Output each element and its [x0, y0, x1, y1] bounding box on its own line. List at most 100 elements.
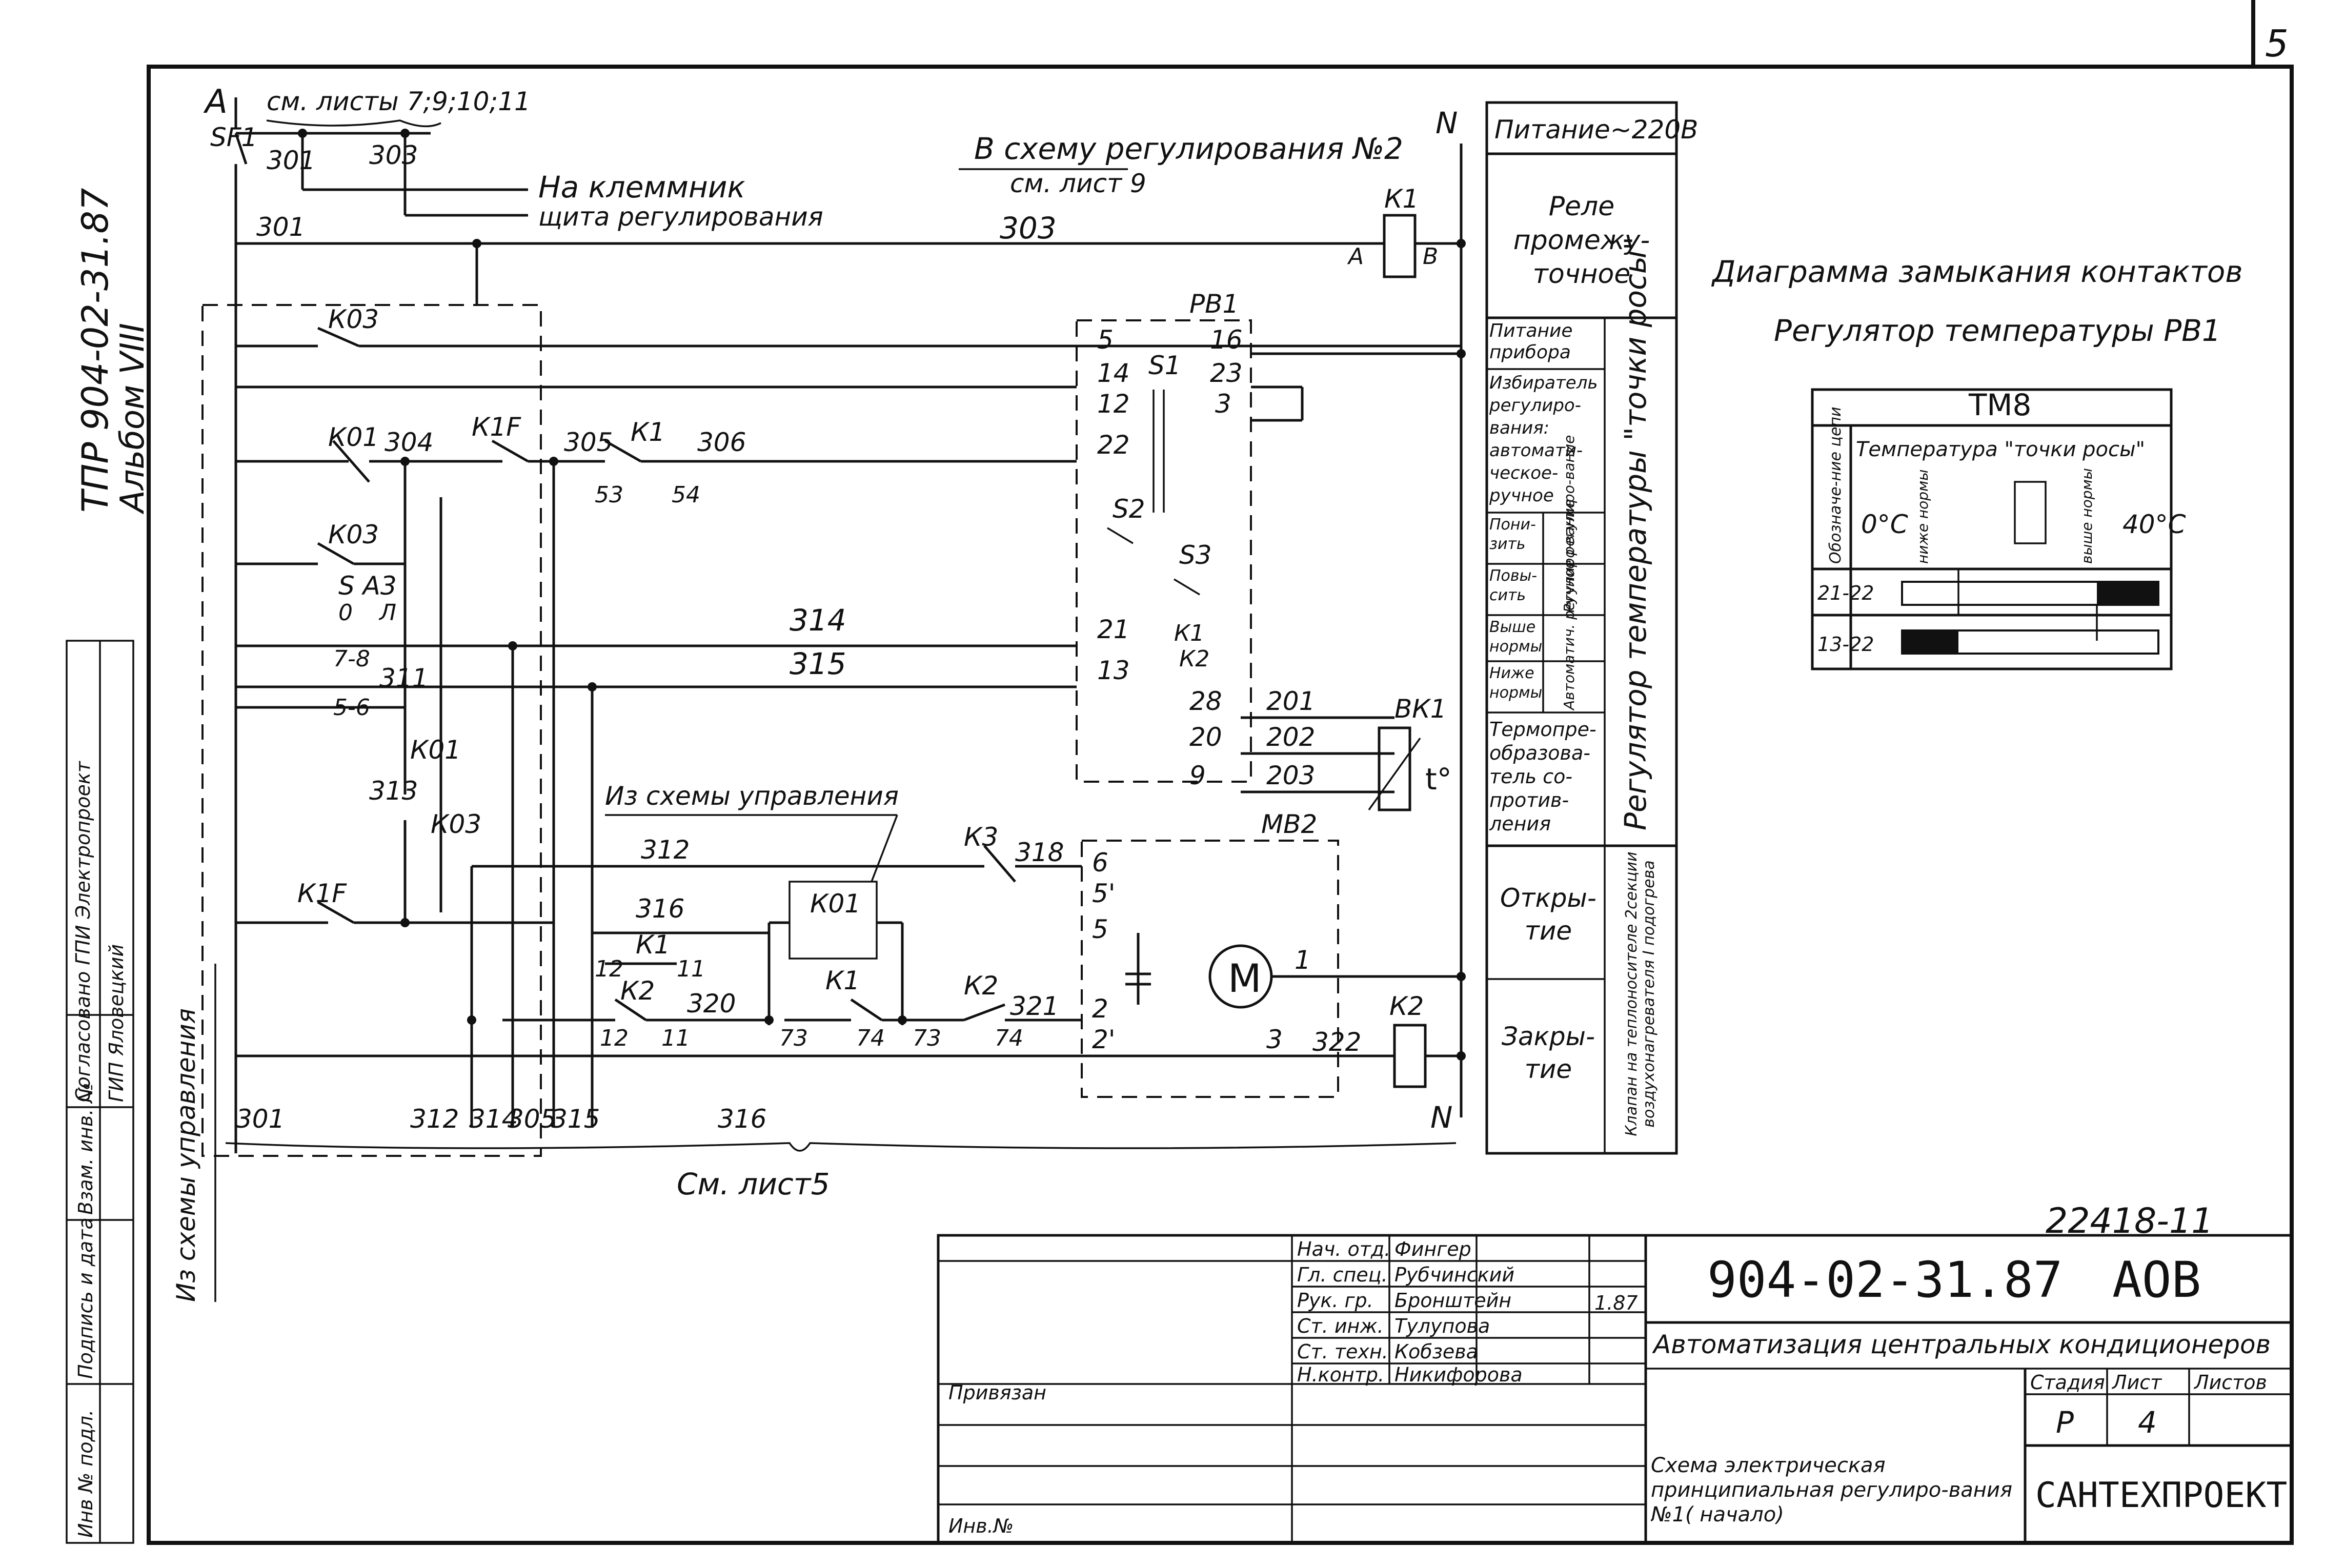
temp-symbol: t° [1425, 762, 1452, 797]
k1-contact-label: К1 [631, 417, 665, 447]
role-3: Ст. инж. [1297, 1315, 1384, 1337]
mb2-term-1: 1 [1295, 945, 1311, 975]
sheet-label: Лист [2111, 1371, 2162, 1394]
pb1-term-21: 21 [1097, 615, 1130, 644]
k2-left-label: К2 [620, 976, 655, 1006]
wire-203: 203 [1266, 761, 1315, 790]
k2-c54: 11 [661, 1025, 690, 1051]
s3-label: S3 [1179, 540, 1212, 570]
wire-306: 306 [697, 427, 746, 457]
sa3-label: S А3 [338, 571, 397, 601]
wire-314: 314 [790, 603, 846, 638]
mb2-term-2: 2 [1092, 994, 1108, 1024]
legend-open: Откры-тие [1500, 883, 1596, 946]
inv-podl-label: Инв № подл. [74, 1410, 97, 1538]
wire-320: 320 [687, 989, 736, 1019]
k3-label: К3 [964, 822, 998, 852]
attached-label: Привязан [948, 1381, 1046, 1404]
album-vertical: Альбом VIII [114, 323, 152, 515]
breaker-label: SF1 [210, 123, 257, 152]
zone-below: ниже нормы [1914, 470, 1931, 564]
k01-label: К01 [328, 422, 379, 452]
k1-c53: 53 [595, 482, 623, 508]
name-0: Фингер [1394, 1238, 1471, 1260]
wire-312: 312 [641, 835, 690, 865]
legend-manual: Ручное регулиро-вание [1561, 435, 1578, 613]
zone-above: выше нормы [2078, 468, 2095, 564]
mb2-term-2p: 2' [1092, 1025, 1116, 1054]
role-2: Рук. гр. [1297, 1289, 1373, 1312]
from-control-bottom: Из схемы управления [171, 1008, 201, 1302]
t-high: 40°С [2122, 510, 2186, 539]
row-13-22: 13-22 [1817, 633, 1874, 656]
name-2: Бронштейн [1394, 1289, 1511, 1312]
pb1-k1-label: К1 [1174, 620, 1204, 646]
device-label: ТМ8 [1968, 388, 2031, 422]
legend-power: Питание~220В [1494, 115, 1698, 145]
mb2-term-5p: 5' [1092, 879, 1116, 908]
legend-lower: Пони-зить [1489, 516, 1536, 553]
project-code-vertical: ТПР 904-02-31.87 [74, 188, 116, 513]
wire-301-mid: 301 [256, 212, 305, 242]
contact-diagram-subtitle: Регулятор температуры РВ1 [1774, 313, 2221, 348]
col-temp: Температура "точки росы" [1856, 438, 2145, 461]
wire-318: 318 [1015, 838, 1064, 867]
sheet-title: Схема электрическая принципиальная регул… [1651, 1454, 2012, 1526]
k1-coil-label: К1 [1384, 184, 1419, 214]
sa3-78: 7-8 [333, 646, 370, 672]
k1-term-b: В [1423, 243, 1438, 270]
k01-coil-label: К01 [810, 889, 861, 919]
wire-321: 321 [1010, 991, 1059, 1021]
wire-301-top: 301 [267, 146, 315, 175]
k1-mid-label: К1 [636, 930, 670, 960]
role-1: Гл. спец. [1297, 1264, 1388, 1286]
name-3: Тулупова [1394, 1315, 1490, 1337]
left-margin: ТПР 904-02-31.87 Альбом VIII Согласовано… [66, 188, 152, 1544]
k1f-top-label: К1F [472, 412, 521, 442]
sheets-ref: см. листы 7;9;10;11 [267, 87, 531, 116]
contact-bar-closed-1 [1902, 630, 1958, 654]
k2-c73: 73 [913, 1025, 941, 1051]
contact-diagram: Диаграмма замыкания контактов Регулятор … [1711, 254, 2243, 670]
legend-selector: Избиратель регулиро-вания: автомати-ческ… [1489, 373, 1598, 506]
k1-c12: 12 [595, 956, 623, 982]
title-block: 22418-11 904-02-31.87 АОВ Автоматизация … [937, 1201, 2293, 1544]
sheet9-ref: см. лист 9 [1010, 169, 1146, 198]
agreed-label: Согласовано ГПИ Электропроект [72, 760, 94, 1102]
legend-thermo: Термопре-образова-тель со-против-ления [1489, 718, 1596, 835]
name-1: Рубчинский [1394, 1264, 1514, 1286]
mb2-term-3: 3 [1266, 1025, 1283, 1054]
wire-201: 201 [1266, 686, 1315, 716]
pb1-term-14: 14 [1097, 358, 1130, 388]
k1-c54: 54 [672, 482, 700, 508]
k1-term-a: А [1347, 243, 1364, 270]
k03-mid-label: К03 [328, 520, 379, 549]
col-circuit: Обозначе-ние цепи [1827, 406, 1845, 564]
contact-bar-closed-0 [2097, 582, 2158, 605]
role-5: Н.контр. [1297, 1363, 1384, 1386]
sa3-o: 0 [338, 600, 353, 626]
sheets-label: Листов [2193, 1371, 2267, 1394]
wire-315: 315 [790, 646, 846, 681]
legend-relay: Реле промежу-точное [1513, 191, 1650, 290]
pb1-term-16: 16 [1210, 325, 1243, 355]
name-5: Никифорова [1394, 1363, 1523, 1386]
role-0: Нач. отд. [1297, 1238, 1390, 1260]
k2-c53: 12 [600, 1025, 629, 1051]
k2-c74: 74 [995, 1025, 1023, 1051]
k1-c74: 74 [856, 1025, 885, 1051]
legend-raise: Повы-сить [1489, 567, 1538, 604]
bottom-301: 301 [236, 1104, 285, 1134]
stage-label: Стадия [2030, 1371, 2105, 1394]
project-title: Автоматизация центральных кондиционеров [1652, 1330, 2271, 1359]
pb1-term-22: 22 [1097, 430, 1130, 460]
bottom-314: 314 [469, 1104, 518, 1134]
org-name: САНТЕХПРОЕКТ [2035, 1475, 2287, 1516]
pb1-k2-label: К2 [1179, 646, 1209, 672]
wire-322: 322 [1312, 1027, 1361, 1057]
pb1-term-5: 5 [1097, 325, 1114, 355]
k2-right-label: К2 [964, 971, 998, 1001]
legend-auto: Автоматич. регулиро-вание [1561, 499, 1578, 711]
legend-close: Закры-тие [1501, 1022, 1595, 1084]
pb1-term-23: 23 [1210, 358, 1243, 388]
